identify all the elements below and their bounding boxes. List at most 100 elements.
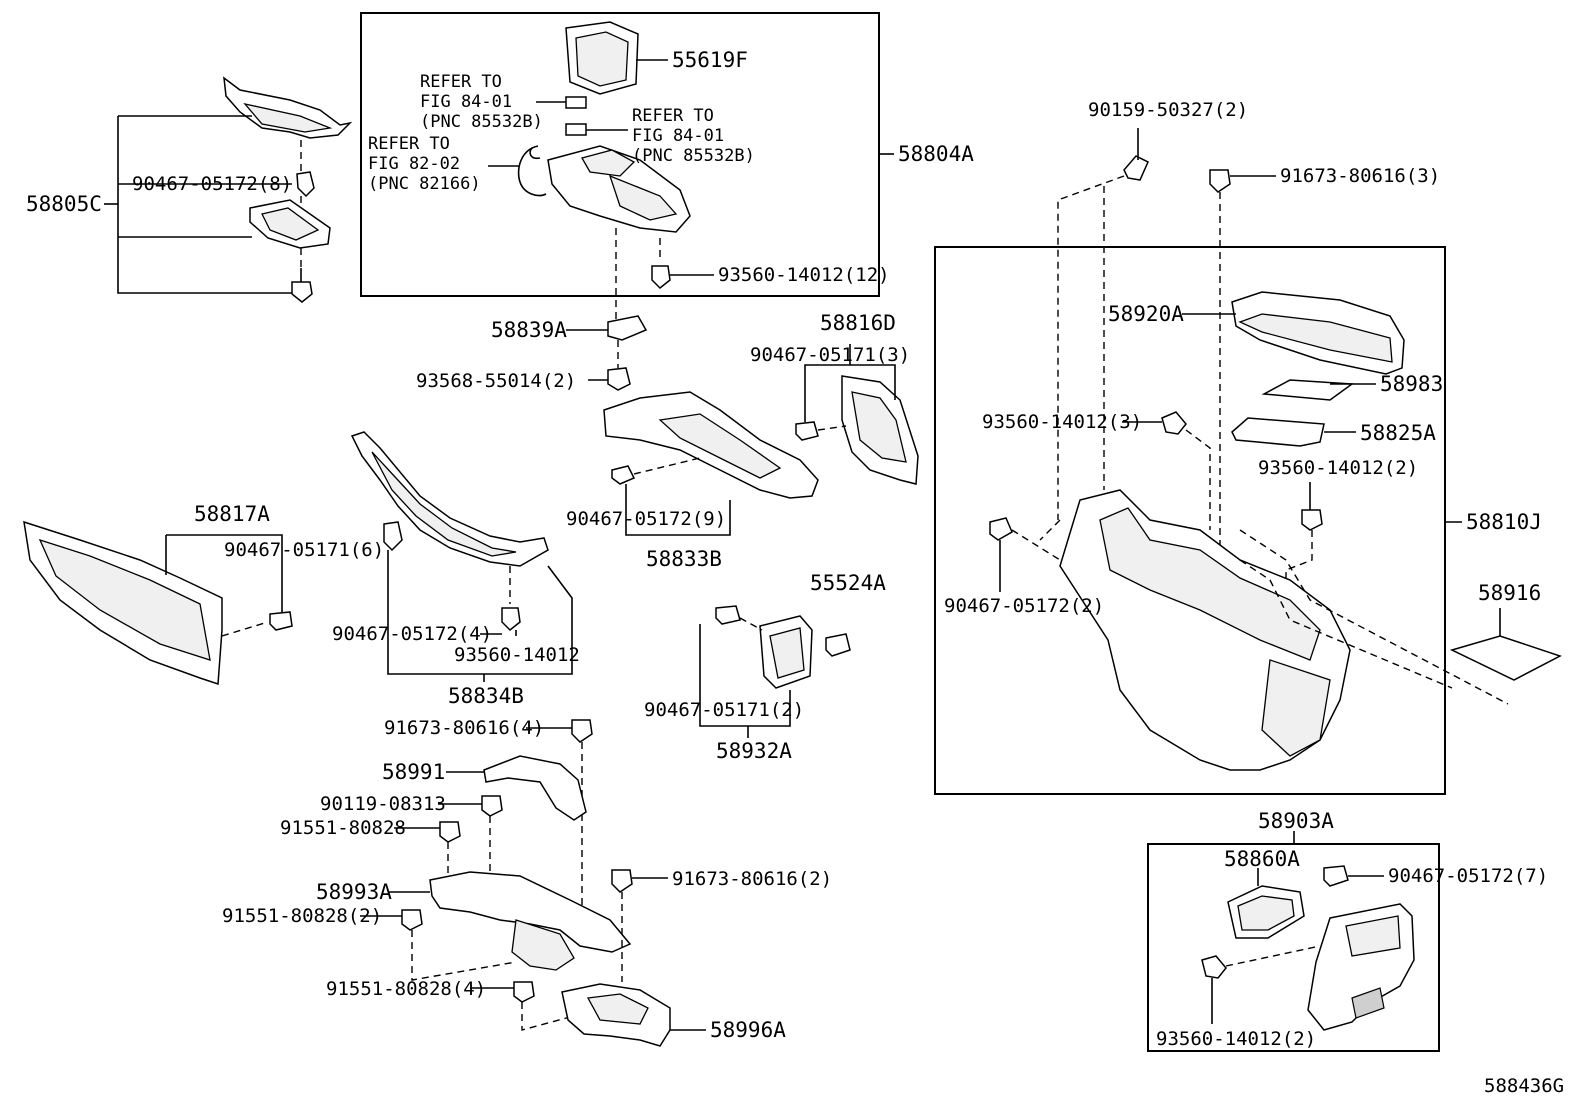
label-91673-80616-3: 91673-80616(3) — [1280, 165, 1440, 187]
label-58839a: 58839A — [491, 318, 567, 342]
part-58916-mat[interactable] — [1449, 635, 1562, 681]
part-91673-80616-bolt-4[interactable] — [571, 719, 593, 743]
part-93560-14012-screw-a[interactable] — [651, 265, 671, 290]
part-90119-08313-bolt[interactable] — [481, 795, 503, 817]
part-58834b-trim[interactable] — [350, 431, 549, 567]
part-58816d-panel[interactable] — [841, 375, 919, 485]
label-90467-05172-9: 90467-05172(9) — [566, 508, 726, 530]
label-90467-05171-6: 90467-05171(6) — [224, 539, 384, 561]
label-93560-14012-3: 93560-14012(3) — [982, 411, 1142, 433]
part-90467-05172-clip-9[interactable] — [611, 465, 636, 485]
part-55619f-cup[interactable] — [565, 21, 639, 95]
part-90467-05172-clip-2[interactable] — [989, 517, 1013, 541]
label-58805c: 58805C — [26, 192, 102, 216]
label-55619f: 55619F — [672, 48, 748, 72]
label-refer2-l3: (PNC 85532B) — [632, 146, 755, 166]
label-refer2-l1: REFER TO — [632, 106, 714, 126]
label-55524a: 55524A — [810, 571, 886, 595]
part-58805c-clip[interactable] — [296, 171, 315, 198]
label-refer1-l2: FIG 84-01 — [420, 92, 512, 112]
label-90467-05172-4: 90467-05172(4) — [332, 623, 492, 645]
part-93560-14012-screw-c[interactable] — [1161, 411, 1187, 435]
part-55524a-switch[interactable] — [825, 633, 851, 657]
part-91551-80828-bolt-4[interactable] — [513, 981, 535, 1003]
label-93568-55014-2: 93568-55014(2) — [416, 370, 576, 392]
part-58817a-trim[interactable] — [23, 520, 223, 686]
part-wire-harness[interactable] — [517, 145, 547, 197]
label-58816d: 58816D — [820, 311, 896, 335]
part-58810j-console-box[interactable] — [1059, 489, 1351, 771]
part-90467-05171-clip-3[interactable] — [795, 421, 819, 441]
part-93560-14012-screw-b[interactable] — [501, 607, 521, 632]
label-93560-14012-12: 93560-14012(12) — [718, 264, 890, 286]
part-switch-b[interactable] — [565, 123, 587, 136]
label-refer3-l1: REFER TO — [368, 134, 450, 154]
label-refer1-l3: (PNC 85532B) — [420, 112, 543, 132]
label-93560-14012: 93560-14012 — [454, 644, 580, 666]
part-90159-50327-screw[interactable] — [1123, 155, 1149, 181]
part-93560-14012-screw-d[interactable] — [1301, 509, 1323, 531]
part-90467-05171-clip-6[interactable] — [269, 611, 293, 631]
console-box-frame — [934, 246, 1446, 795]
label-90467-05172-2: 90467-05172(2) — [944, 595, 1104, 617]
part-90467-05171-clip-2[interactable] — [715, 605, 741, 625]
part-58805c-lower-bracket[interactable] — [249, 199, 331, 249]
part-58805c-bolt[interactable] — [291, 268, 313, 303]
part-58860a-duct[interactable] — [1227, 885, 1305, 939]
label-refer1-l1: REFER TO — [420, 72, 502, 92]
label-58991: 58991 — [382, 760, 445, 784]
part-58920a-lid[interactable] — [1231, 291, 1405, 375]
label-58804a: 58804A — [898, 142, 974, 166]
label-58860a: 58860A — [1224, 847, 1300, 871]
part-58993a-bracket[interactable] — [429, 871, 632, 971]
part-58805c-upper-bezel[interactable] — [223, 76, 353, 139]
part-58833b-panel[interactable] — [603, 391, 819, 499]
part-58825a-tray[interactable] — [1231, 417, 1325, 447]
label-58916: 58916 — [1478, 581, 1541, 605]
label-91551-80828-4: 91551-80828(4) — [326, 978, 486, 1000]
label-91551-80828-2: 91551-80828(2) — [222, 905, 382, 927]
label-58993a: 58993A — [316, 880, 392, 904]
part-58804a-shift-bezel[interactable] — [547, 145, 691, 233]
part-90467-05172-clip-4[interactable] — [383, 521, 403, 552]
part-58983-pad[interactable] — [1261, 379, 1355, 401]
label-91673-80616-4: 91673-80616(4) — [384, 717, 544, 739]
part-58932a-panel[interactable] — [759, 615, 813, 689]
label-90467-05171-2: 90467-05171(2) — [644, 699, 804, 721]
part-58839a-bracket[interactable] — [607, 315, 648, 341]
label-91551-80828: 91551-80828 — [280, 817, 406, 839]
label-58996a: 58996A — [710, 1018, 786, 1042]
part-58903a-rear-panel[interactable] — [1307, 903, 1415, 1031]
diagram-id: 588436G — [1484, 1075, 1564, 1097]
part-90467-05172-clip-7[interactable] — [1323, 865, 1349, 887]
part-93568-55014-nut[interactable] — [607, 367, 631, 391]
label-58833b: 58833B — [646, 547, 722, 571]
label-refer3-l2: FIG 82-02 — [368, 154, 460, 174]
part-91673-80616-bolt-2[interactable] — [611, 869, 633, 893]
part-93560-14012-screw-e[interactable] — [1201, 955, 1227, 979]
label-58817a: 58817A — [194, 502, 270, 526]
part-91551-80828-bolt[interactable] — [439, 821, 461, 843]
label-93560-14012-2a: 93560-14012(2) — [1258, 457, 1418, 479]
label-90119-08313: 90119-08313 — [320, 793, 446, 815]
label-58834b: 58834B — [448, 684, 524, 708]
label-58903a: 58903A — [1258, 809, 1334, 833]
label-58810j: 58810J — [1466, 510, 1542, 534]
part-91673-80616-bolt-3[interactable] — [1209, 169, 1231, 193]
part-91551-80828-bolt-2[interactable] — [401, 909, 423, 931]
label-90159-50327-2: 90159-50327(2) — [1088, 99, 1248, 121]
label-refer2-l2: FIG 84-01 — [632, 126, 724, 146]
part-switch-a[interactable] — [565, 96, 587, 109]
label-93560-14012-2b: 93560-14012(2) — [1156, 1028, 1316, 1050]
label-58983: 58983 — [1380, 372, 1443, 396]
part-58996a-bracket[interactable] — [561, 983, 671, 1047]
label-58825a: 58825A — [1360, 421, 1436, 445]
label-58920a: 58920A — [1108, 302, 1184, 326]
label-91673-80616-2: 91673-80616(2) — [672, 868, 832, 890]
part-58991-bracket[interactable] — [483, 755, 587, 821]
label-90467-05172-7: 90467-05172(7) — [1388, 865, 1548, 887]
label-58932a: 58932A — [716, 739, 792, 763]
label-refer3-l3: (PNC 82166) — [368, 174, 481, 194]
label-90467-05171-3: 90467-05171(3) — [750, 344, 910, 366]
